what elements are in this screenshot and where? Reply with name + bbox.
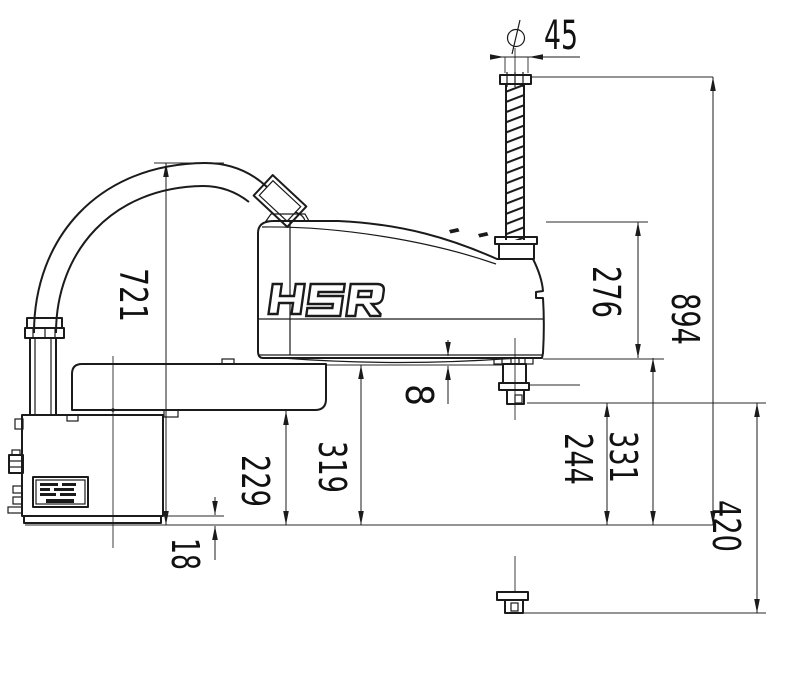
dim-label-8: 8 (397, 384, 441, 406)
dimension-721: 721 (111, 163, 169, 525)
dimension-276: 276 (584, 222, 641, 358)
dim-label-894: 894 (663, 293, 707, 345)
dim-label-18: 18 (163, 538, 207, 570)
dimension-18: 18 (163, 497, 218, 570)
hsr-logo (267, 282, 386, 318)
dimension-894: 894 (663, 77, 716, 525)
ball-screw (494, 72, 538, 260)
dim-label-229: 229 (233, 455, 277, 507)
dimension-319: 319 (310, 365, 364, 525)
dim-label-319: 319 (310, 441, 354, 493)
dimension-229: 229 (233, 411, 289, 525)
lower-arm (71, 358, 327, 411)
dim-label-244: 244 (556, 433, 600, 485)
base-connectors (7, 418, 24, 514)
dim-label-721: 721 (111, 268, 155, 322)
screw-tower-body (498, 243, 535, 260)
nameplate (32, 476, 89, 508)
dim-label-276: 276 (584, 266, 628, 318)
spline-shaft-thread (506, 84, 524, 240)
extension-lines (25, 76, 766, 614)
dimensions: 45 721 276 894 8 229 319 (111, 13, 760, 613)
cable-hose (24, 162, 311, 414)
dimension-331: 331 (601, 358, 656, 525)
dim-label-331: 331 (601, 431, 645, 483)
lower-arm-boss (221, 358, 235, 365)
dimension-shaft-diameter: 45 (490, 13, 580, 73)
dim-label-420: 420 (704, 500, 748, 552)
dim-label-45: 45 (544, 13, 578, 59)
dimension-8: 8 (397, 340, 451, 406)
tool-flange-up (493, 357, 534, 405)
dimension-244: 244 (556, 403, 610, 525)
diameter-symbol (506, 19, 526, 55)
upper-arm: HSR (257, 220, 545, 364)
tool-flange-down (496, 591, 529, 614)
dimension-420: 420 (704, 403, 760, 613)
base-mounting-flange (23, 515, 162, 524)
